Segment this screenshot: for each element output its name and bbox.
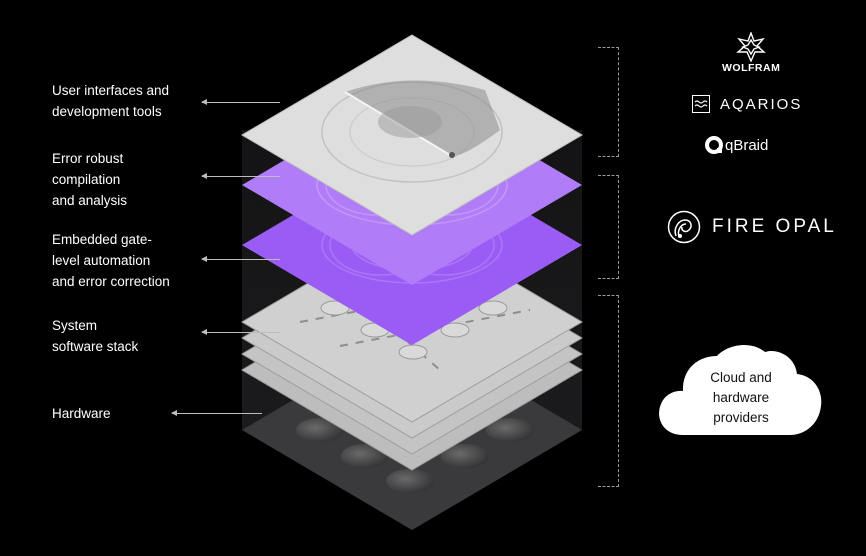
qbraid-icon <box>705 136 723 154</box>
fire-opal-icon <box>667 210 701 244</box>
fire-opal-logo: FIRE OPAL <box>667 210 837 244</box>
fire-opal-wordmark: FIRE OPAL <box>712 216 837 237</box>
label-embedded-gate-automation: Embedded gate- level automation and erro… <box>52 232 170 289</box>
bracket-fire-opal <box>598 175 619 279</box>
qubit-dome <box>341 444 389 468</box>
bracket-cloud-hardware <box>598 295 619 487</box>
arrow-hardware <box>171 410 262 416</box>
qubit-dome <box>296 418 344 442</box>
cloud-shape <box>659 345 822 435</box>
qbraid-wordmark: qBraid <box>725 136 769 154</box>
qubit-dome <box>486 418 534 442</box>
aqarios-icon <box>692 95 710 113</box>
bracket-ui-tools <box>598 47 619 157</box>
arrow-system-software <box>201 329 280 335</box>
label-system-software-stack: System software stack <box>52 318 139 354</box>
wolfram-icon <box>736 32 767 62</box>
user-interface-layer <box>241 34 583 236</box>
wolfram-wordmark: WOLFRAM <box>722 62 781 74</box>
arrow-user-interfaces <box>201 99 280 105</box>
qubit-dome <box>386 469 434 493</box>
wolfram-logo: WOLFRAM <box>722 32 780 74</box>
arrow-gate-automation <box>201 256 280 262</box>
aqarios-wordmark: AQARIOS <box>720 95 803 113</box>
cloud-label: Cloud and hardware providers <box>710 370 772 425</box>
label-hardware: Hardware <box>52 406 111 421</box>
qubit-dome <box>441 444 489 468</box>
aqarios-logo: AQARIOS <box>692 95 802 113</box>
label-user-interfaces: User interfaces and development tools <box>52 83 170 119</box>
qbraid-logo: qBraid <box>704 135 768 155</box>
arrow-compilation <box>201 173 280 179</box>
label-error-robust-compilation: Error robust compilation and analysis <box>52 151 128 208</box>
